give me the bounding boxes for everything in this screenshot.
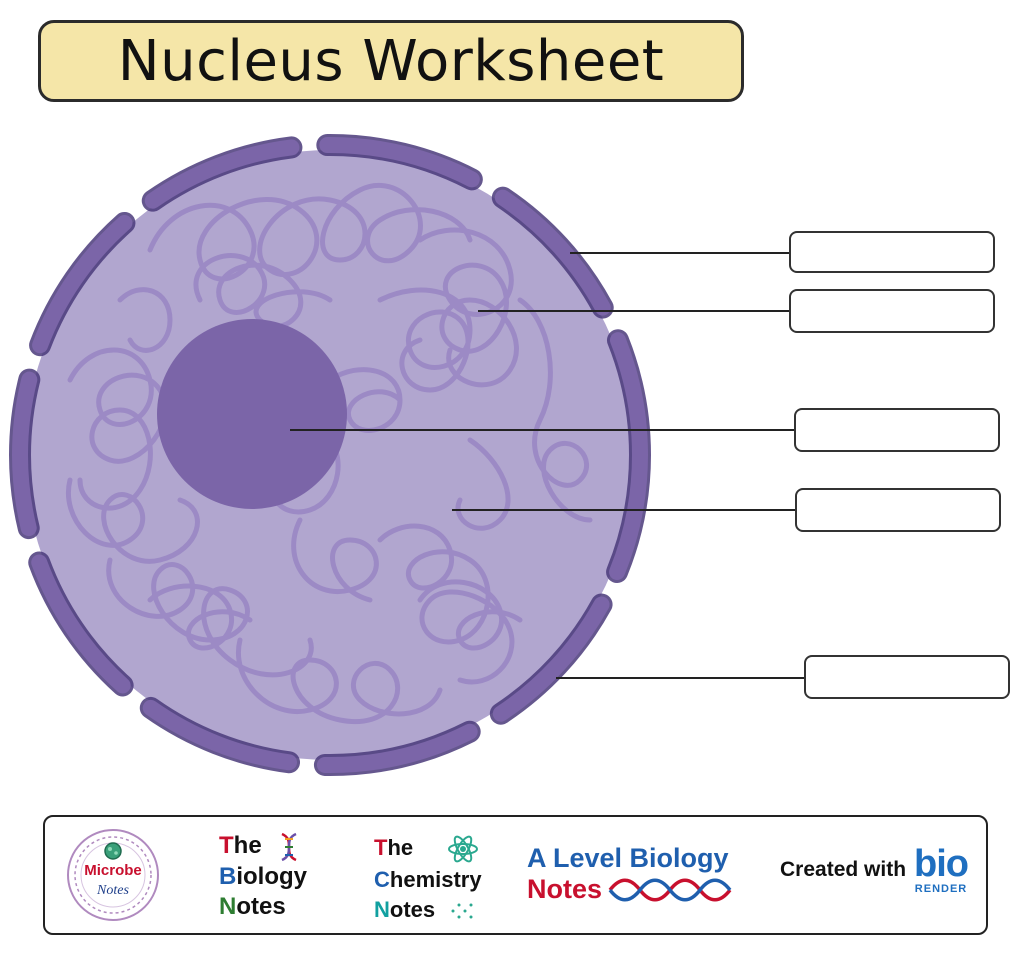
a-level-title: A Level Biology [527, 843, 729, 873]
chemistry-notes-logo[interactable]: The Chemistry Notes [374, 835, 482, 923]
nucleus-diagram [9, 134, 805, 776]
nucleolus [157, 319, 347, 509]
atom-icon [448, 835, 479, 863]
leader-lines [290, 252, 805, 679]
a-level-subtitle: Notes [527, 874, 603, 904]
biorender-sub: RENDER [914, 883, 968, 895]
created-with-text: Created with [780, 858, 907, 881]
biology-notes-logo[interactable]: The Biology Notes [219, 832, 308, 920]
chromatin [66, 182, 593, 724]
label-box-5[interactable] [804, 655, 1010, 699]
microbe-ring-icon [67, 829, 159, 921]
page-title: Nucleus Worksheet [117, 28, 665, 94]
microbe-notes-logo[interactable]: Microbe Notes [45, 817, 185, 935]
microbe-subtitle: Notes [97, 883, 129, 898]
label-box-4[interactable] [795, 488, 1001, 532]
a-level-biology-notes-logo[interactable]: A Level Biology Notes [527, 843, 757, 905]
dots-icon [451, 903, 473, 919]
dna-wave-icon [608, 878, 732, 901]
label-box-1[interactable] [789, 231, 995, 273]
biorender-brand: bio [914, 843, 969, 885]
label-box-2[interactable] [789, 289, 995, 333]
title-banner: Nucleus Worksheet [38, 20, 744, 102]
dna-icon [281, 832, 297, 861]
nuclear-envelope [9, 134, 651, 776]
label-box-3[interactable] [794, 408, 1000, 452]
footer-logos: Microbe Notes The Biology Notes The C [43, 815, 988, 935]
microbe-title: Microbe [84, 862, 142, 879]
biorender-credit[interactable]: Created with bio RENDER [780, 845, 980, 895]
